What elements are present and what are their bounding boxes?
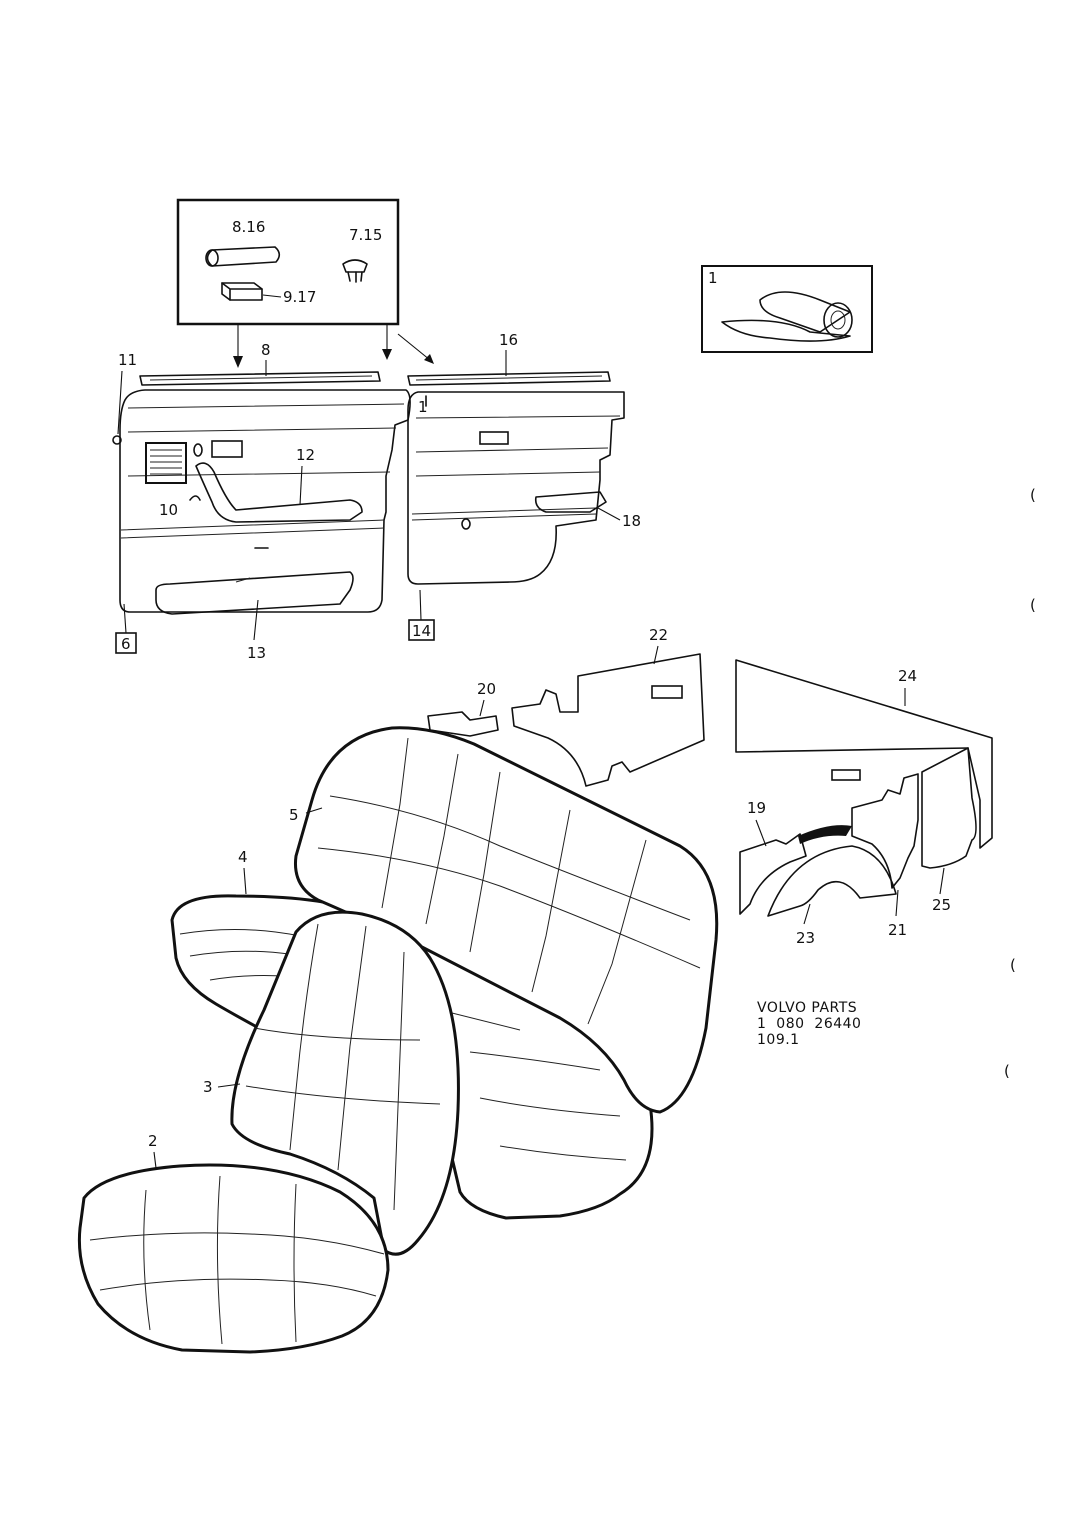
label-side-panel-right: 25 xyxy=(932,896,951,914)
binder-mark-1: ( xyxy=(1030,486,1036,504)
inset-box: 8.16 7.15 9.17 xyxy=(176,198,434,368)
label-cushion-rear: 4 xyxy=(238,848,248,866)
footer-section: 109.1 xyxy=(757,1032,800,1048)
label-side-trim-top: 22 xyxy=(649,626,668,644)
label-arch-trim-left: 19 xyxy=(747,799,766,817)
label-rear-panel: 14 xyxy=(412,622,431,640)
label-pocket: 13 xyxy=(247,644,266,662)
label-inset-tube: 8.16 xyxy=(232,218,265,236)
label-arch-trim-right: 21 xyxy=(888,921,907,939)
binder-marks: ( ( ( ( xyxy=(1004,486,1036,1080)
label-front-panel: 6 xyxy=(121,635,131,653)
roll-box: 1 xyxy=(701,265,873,353)
footer-brand: VOLVO PARTS xyxy=(757,1000,858,1016)
inset-tube-icon xyxy=(205,246,281,267)
label-arch-cover: 23 xyxy=(796,929,815,947)
inset-block-icon xyxy=(221,282,263,301)
label-backrest-rear: 5 xyxy=(289,806,299,824)
parts-footer: VOLVO PARTS 1 080 26440 109.1 xyxy=(757,1000,861,1048)
label-front-strip: 8 xyxy=(261,341,271,359)
insulation-roll-icon xyxy=(721,291,853,342)
label-speaker: 10 xyxy=(159,501,178,519)
label-roll: 1 xyxy=(708,269,718,287)
binder-mark-2: ( xyxy=(1030,596,1036,614)
label-cushion-front: 2 xyxy=(148,1132,158,1150)
front-door-panel: 8 11 10 12 13 6 xyxy=(112,341,411,662)
label-side-trim-left: 20 xyxy=(477,680,496,698)
seats: 4 5 3 2 xyxy=(77,726,719,1354)
label-inset-clip: 7.15 xyxy=(349,226,382,244)
label-inset-block: 9.17 xyxy=(283,288,316,306)
label-clip-left: 11 xyxy=(118,351,137,369)
label-backrest-front: 3 xyxy=(203,1078,213,1096)
label-rear-panel-mark: 1 xyxy=(418,398,428,416)
label-rear-strip: 16 xyxy=(499,331,518,349)
label-armrest-front: 12 xyxy=(296,446,315,464)
label-armrest-rear: 18 xyxy=(622,512,641,530)
speaker-grille-icon xyxy=(145,442,187,484)
rear-door-panel: 16 1 18 14 xyxy=(407,331,641,641)
footer-part-number: 1 080 26440 xyxy=(757,1016,862,1032)
binder-mark-4: ( xyxy=(1004,1062,1010,1080)
binder-mark-3: ( xyxy=(1010,956,1016,974)
inset-clip-icon xyxy=(342,259,368,283)
label-rear-shelf: 24 xyxy=(898,667,917,685)
rear-trim-panels: 20 22 24 25 21 19 23 xyxy=(427,626,993,947)
